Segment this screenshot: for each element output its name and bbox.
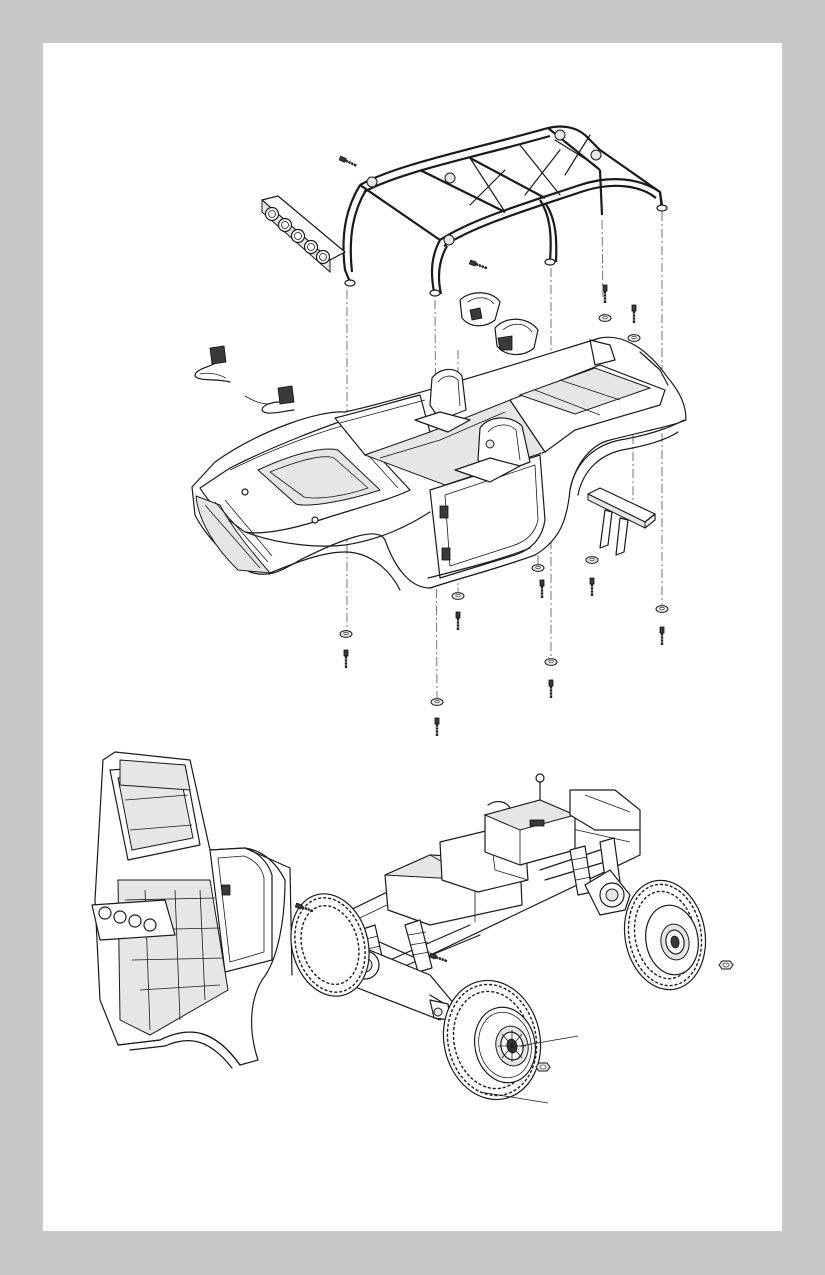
wheel-rear-right (623, 879, 707, 991)
wheel-front-right (442, 979, 542, 1101)
washer-g (430, 698, 444, 706)
diagram-svg (91, 125, 734, 1104)
screw-g (433, 716, 441, 738)
wheel-nut-rear (718, 960, 734, 970)
manual-page (43, 43, 782, 1231)
screw-a (538, 578, 546, 600)
seat-bracket-2 (494, 318, 539, 356)
wheel-front-left (290, 893, 370, 997)
chassis (324, 773, 641, 1021)
wheel-nut-front (535, 1062, 551, 1072)
screw-c (454, 610, 462, 632)
screw-e (342, 648, 350, 670)
seat-rear (454, 417, 531, 483)
washer-b (585, 556, 599, 564)
body-clip-1 (194, 345, 231, 383)
body-shell (191, 336, 687, 591)
seat-front (414, 368, 471, 433)
cage-screw-left (337, 154, 359, 169)
washer-f (544, 658, 558, 666)
washer-d (655, 605, 669, 613)
leader-lines (479, 1035, 579, 1104)
rear-washer-1 (598, 314, 612, 322)
tailgate (587, 487, 656, 556)
rear-screw-1 (601, 283, 609, 305)
washer-e (339, 630, 353, 638)
roll-cage (342, 125, 668, 297)
screw-f (547, 678, 555, 700)
washer-a (531, 564, 545, 572)
body-shell-side (91, 751, 293, 1069)
assembly-diagram (43, 43, 782, 1231)
body-clip-2 (244, 385, 295, 414)
rear-screw-2 (630, 303, 638, 325)
rear-washer-2 (627, 334, 641, 342)
seat-bracket-1 (459, 292, 501, 327)
screw-d (658, 625, 666, 647)
chassis-screw-mid (428, 951, 449, 965)
cage-screw-mid (468, 258, 489, 272)
washer-c (451, 592, 465, 600)
screw-b (588, 576, 596, 598)
light-bar (261, 195, 346, 274)
